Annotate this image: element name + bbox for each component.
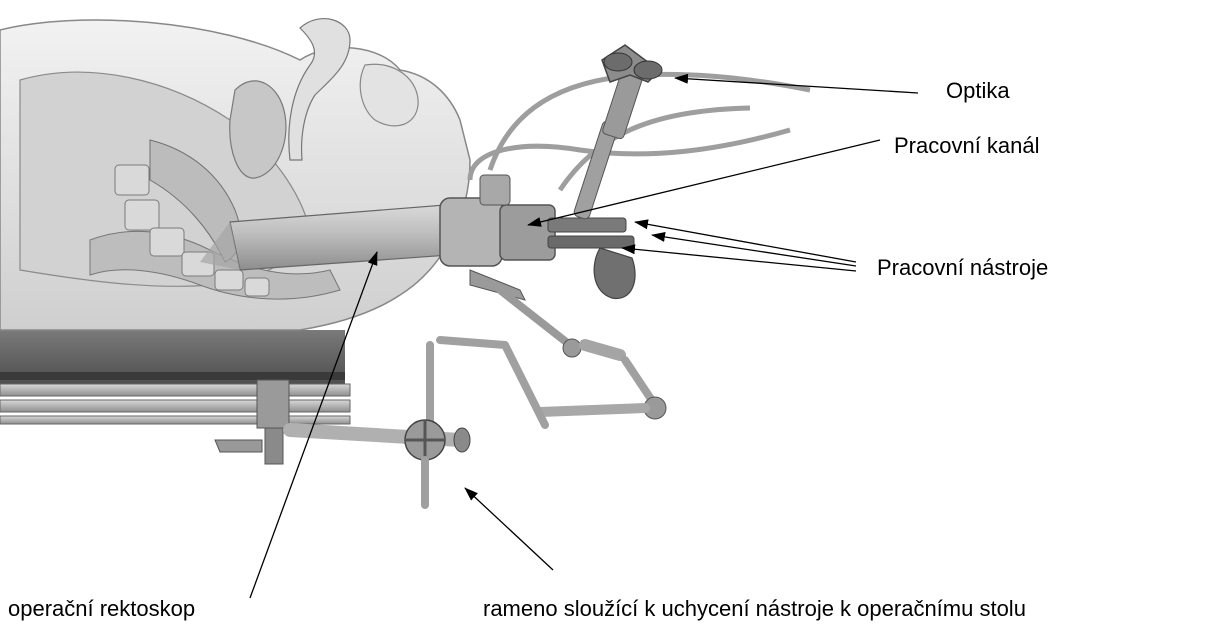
- arrow-pracovni-kanal: [528, 140, 880, 225]
- label-pracovni-kanal: Pracovní kanál: [894, 135, 1040, 157]
- arrow-nastroje-1: [635, 222, 856, 262]
- hoses: [470, 74, 810, 190]
- optics: [573, 45, 662, 220]
- label-operacni-rektoskop: operační rektoskop: [8, 598, 195, 620]
- arrow-nastroje-3: [622, 248, 856, 271]
- arrow-optika: [675, 78, 918, 93]
- patient-anatomy: [0, 19, 470, 330]
- rectoscope-head: [440, 175, 635, 300]
- label-optika: Optika: [946, 80, 1010, 102]
- label-rameno: rameno sloužící k uchycení nástroje k op…: [483, 598, 1026, 620]
- label-pracovni-nastroje: Pracovní nástroje: [877, 257, 1048, 279]
- arrow-rameno: [465, 488, 553, 570]
- holding-arm: [290, 290, 666, 505]
- operating-table: [0, 330, 350, 464]
